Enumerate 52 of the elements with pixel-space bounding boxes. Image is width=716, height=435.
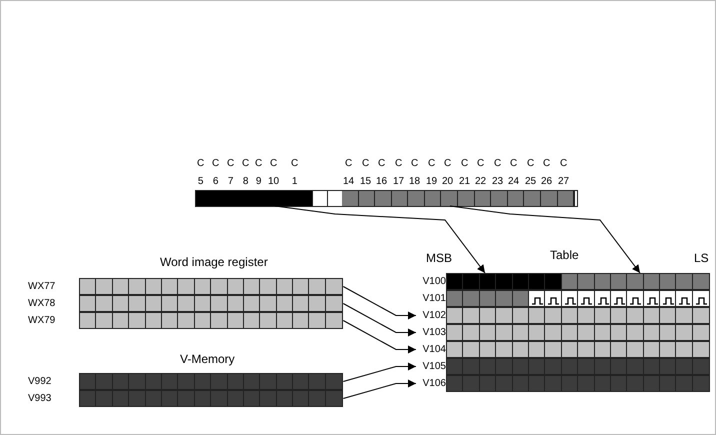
bit-label: C 1 xyxy=(291,157,298,189)
register-row xyxy=(28,390,344,407)
bit-label: C 18 xyxy=(409,157,420,189)
bit-label: C 25 xyxy=(525,157,536,189)
bit-label: C 21 xyxy=(459,157,470,189)
row-label: V105 xyxy=(422,361,446,372)
bit-segment xyxy=(342,191,574,206)
bit-label: C 26 xyxy=(541,157,552,189)
bit-label: C 9 xyxy=(255,157,262,189)
register-row xyxy=(28,312,344,329)
row-label: V104 xyxy=(422,344,446,355)
row-label: V100 xyxy=(422,276,446,287)
row-label: V101 xyxy=(422,293,446,304)
bit-label: C 15 xyxy=(360,157,372,189)
arrow xyxy=(342,320,416,354)
register-row xyxy=(28,373,344,390)
bit-label: C 14 xyxy=(343,157,354,189)
row-label: WX78 xyxy=(28,298,56,309)
bit-label: C 7 xyxy=(227,157,234,189)
bit-label: C 20 xyxy=(442,157,454,189)
register-row xyxy=(28,295,344,312)
arrow xyxy=(274,206,486,274)
corner-label: LS xyxy=(694,250,709,267)
bit-label: C 24 xyxy=(508,157,520,189)
bit-label: C 8 xyxy=(242,157,250,189)
bit-label: C 17 xyxy=(393,157,404,189)
group-heading: V-Memory xyxy=(180,352,235,366)
register-row xyxy=(28,278,344,295)
row-label: WX77 xyxy=(28,281,56,292)
arrow xyxy=(342,362,416,382)
bit-label: C 19 xyxy=(426,157,438,189)
bit-label: C 22 xyxy=(475,157,486,189)
bit-label: C 16 xyxy=(376,157,388,189)
arrow xyxy=(450,206,640,274)
row-label: V103 xyxy=(422,327,446,338)
group-heading: Table xyxy=(550,248,579,262)
row-label: V992 xyxy=(28,376,52,387)
row-label: V102 xyxy=(422,310,446,321)
row-label: V106 xyxy=(422,378,446,389)
corner-label: MSB xyxy=(426,250,452,267)
row-label: V993 xyxy=(28,393,52,404)
bit-label: C 27 xyxy=(558,157,570,189)
row-label: WX79 xyxy=(28,315,56,326)
bit-label: C 10 xyxy=(268,157,280,189)
arrow xyxy=(342,303,416,336)
arrow xyxy=(342,286,416,320)
bit-segment xyxy=(196,191,312,206)
group-heading: Word image register xyxy=(160,255,268,269)
bit-label: C 23 xyxy=(492,157,504,189)
bit-label: C 5 xyxy=(197,157,204,189)
arrow xyxy=(342,380,416,399)
bit-label: C 6 xyxy=(212,157,220,189)
